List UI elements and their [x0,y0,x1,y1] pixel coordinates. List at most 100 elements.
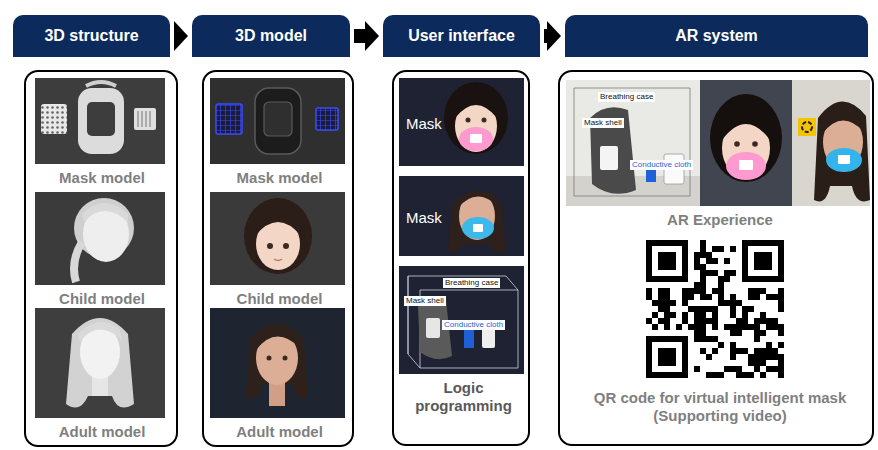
ar-experience-render [726,152,766,180]
qr-module [730,300,736,306]
qr-module [766,264,772,270]
qr-module [778,366,784,372]
stage-header: 3D model [192,15,350,57]
qr-module [724,270,730,276]
qr-module [772,354,778,360]
flow-arrow [544,21,561,51]
child-sculpture-render [74,242,82,282]
qr-module [778,288,784,294]
qr-module [772,318,778,324]
qr-module [742,348,748,354]
qr-module [664,360,670,366]
tile-caption: QR code for virtual intelligent mask (Su… [568,389,872,425]
qr-module [706,372,712,378]
qr-module [766,258,772,264]
qr-module [712,288,718,294]
mask-model-render [216,104,242,134]
qr-module [778,300,784,306]
qr-module [730,294,736,300]
qr-module [700,282,706,288]
qr-module [700,318,706,324]
qr-module [694,264,700,270]
qr-module [646,348,652,354]
qr-module [682,264,688,270]
qr-module [754,360,760,366]
qr-module [754,324,760,330]
qr-module [664,348,670,354]
qr-module [706,318,712,324]
qr-module [688,324,694,330]
mask-model-render [255,88,301,154]
ar-experience-render [574,88,690,196]
adult-mask-ui-render [473,224,483,232]
qr-module [682,276,688,282]
adult-model-render [210,308,345,418]
ar-experience-render [792,80,870,206]
qr-module [778,372,784,378]
qr-module [658,258,664,264]
qr-module [772,366,778,372]
qr-module [652,240,658,246]
qr-module [712,318,718,324]
child-model-render [210,192,345,285]
qr-module [646,240,784,378]
image-tile: Mask [401,178,526,258]
qr-module [658,348,664,354]
mask-model-render [316,108,338,130]
qr-module [682,372,688,378]
tile-caption: Adult model [212,423,347,441]
qr-module [706,294,712,300]
qr-module [742,312,748,318]
stage-panel: 3D modelMask modelChild modelAdult model [202,70,354,447]
image-tile: Child model [37,194,167,308]
qr-module [748,306,754,312]
qr-module [676,372,682,378]
adult-mask-ui-render [456,190,498,208]
qr-module [778,246,784,252]
qr-module [754,258,760,264]
qr-module [676,324,682,330]
qr-module [670,372,676,378]
qr-module [694,324,700,330]
qr-module [676,240,682,246]
ar-experience-render [739,160,753,170]
qr-module [760,252,766,258]
image-tile: QR code for virtual intelligent mask (Su… [568,236,872,425]
qr-module [760,348,766,354]
qr-module [730,366,736,372]
tile-caption: AR Experience [568,211,872,229]
overlay-label: Mask [406,209,442,227]
qr-module [670,276,676,282]
qr-module [664,240,670,246]
qr-module [766,354,772,360]
qr-module [664,264,670,270]
qr-module [664,372,670,378]
qr-module [772,276,778,282]
qr-module [766,318,772,324]
qr-module [766,366,772,372]
mask-structure-render [87,102,115,136]
stage-panel: AR systemAR ExperienceBreathing caseMask… [558,70,874,446]
ar-experience-render [820,113,864,134]
qr-module [778,360,784,366]
qr-module [664,252,670,258]
qr-module [646,354,652,360]
ar-experience-render [734,141,740,147]
child-mask-ui-render [444,82,508,154]
image-tile: Mask model [212,80,347,187]
qr-module [772,348,778,354]
qr-module [706,252,712,258]
logic-scene-render [399,266,524,374]
qr-module [646,270,652,276]
qr-module [682,288,688,294]
qr-module [730,354,736,360]
qr-module [682,312,688,318]
qr-module [682,240,688,246]
qr-module [778,264,784,270]
qr-module [712,306,718,312]
part-label: Breathing case [598,92,655,102]
child-sculpture-render [82,203,128,222]
qr-module [670,240,676,246]
qr-module [706,270,712,276]
qr-module [670,252,676,258]
